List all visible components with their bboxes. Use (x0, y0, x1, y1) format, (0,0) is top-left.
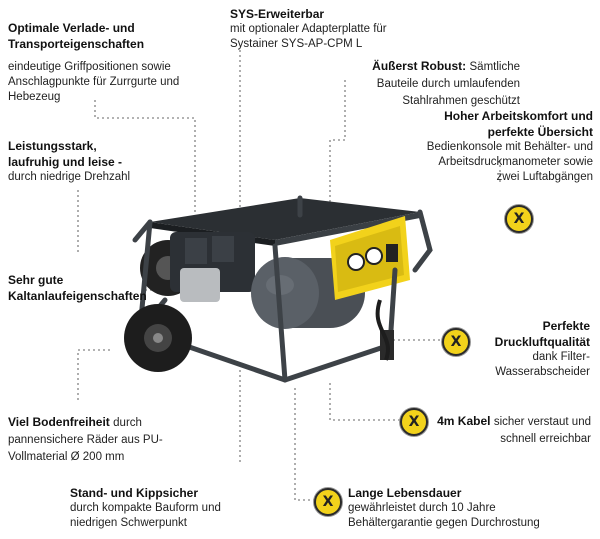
cable-hose (375, 299, 390, 361)
callout-komfort: Hoher Arbeitskomfort und perfekte Übersi… (425, 108, 593, 185)
callout-leistung: Leistungsstark, laufruhig und leise - du… (8, 138, 148, 185)
callout-title: 4m Kabel (437, 414, 491, 428)
callout-boden: Viel Bodenfreiheit durch pannensichere R… (8, 414, 173, 465)
callout-kabel: 4m Kabel sicher verstaut und schnell err… (436, 413, 591, 447)
callout-text: eindeutige Griffpositionen sowie Anschla… (8, 61, 180, 103)
callout-text: Bedienkonsole mit Behälter- und Arbeitsd… (426, 141, 593, 183)
feature-badge-icon: X (505, 205, 533, 233)
callout-title: Stand- und Kippsicher (70, 486, 199, 500)
pump-block (170, 232, 255, 302)
callout-text: durch kompakte Bauform und niedrigen Sch… (70, 502, 221, 529)
callout-text: dank Filter-Wasserabscheider (495, 351, 590, 378)
callout-text: durch niedrige Drehzahl (8, 171, 131, 183)
wheel-front (124, 304, 192, 372)
feature-badge-icon: X (314, 488, 342, 516)
callout-title: Hoher Arbeitskomfort und perfekte Übersi… (444, 109, 593, 139)
callout-lebensdauer: Lange Lebensdauer gewährleistet durch 10… (348, 485, 578, 531)
callout-text: mit optionaler Adapterplatte für Systain… (230, 23, 387, 50)
callout-robust: Äußerst Robust: Sämtliche Bauteile durch… (355, 58, 520, 109)
control-panel (330, 216, 410, 300)
callout-title: Lange Lebensdauer (348, 486, 462, 500)
callout-title: SYS-Erweiterbar (230, 7, 325, 21)
feature-badge-icon: X (442, 328, 470, 356)
callout-title: Viel Bodenfreiheit (8, 415, 110, 429)
callout-text: Sämtliche Bauteile durch umlaufenden Sta… (376, 61, 520, 107)
callout-druckluft: Perfekte Druckluftqualität dank Filter-W… (470, 318, 590, 380)
callout-kaltanlauf: Sehr gute Kaltanlaufeigenschaften (8, 272, 147, 304)
callout-sys: SYS-Erweiterbar mit optionaler Adapterpl… (230, 6, 410, 52)
feature-badge-icon: X (400, 408, 428, 436)
callout-verlade: Optimale Verlade- und Transporteigenscha… (8, 20, 183, 105)
callout-text: sicher verstaut und schnell erreichbar (493, 416, 591, 445)
callout-text: durch pannensichere Räder aus PU-Vollmat… (8, 417, 163, 463)
callout-title: Sehr gute Kaltanlaufeigenschaften (8, 273, 147, 303)
callout-title: Perfekte Druckluftqualität (494, 319, 590, 349)
callout-title: Leistungsstark, laufruhig und leise - (8, 139, 123, 169)
callout-title: Optimale Verlade- und Transporteigenscha… (8, 21, 145, 51)
callout-stand: Stand- und Kippsicher durch kompakte Bau… (70, 485, 260, 531)
callout-title: Äußerst Robust: (372, 59, 467, 73)
callout-text: gewährleistet durch 10 Jahre Behältergar… (348, 502, 540, 529)
